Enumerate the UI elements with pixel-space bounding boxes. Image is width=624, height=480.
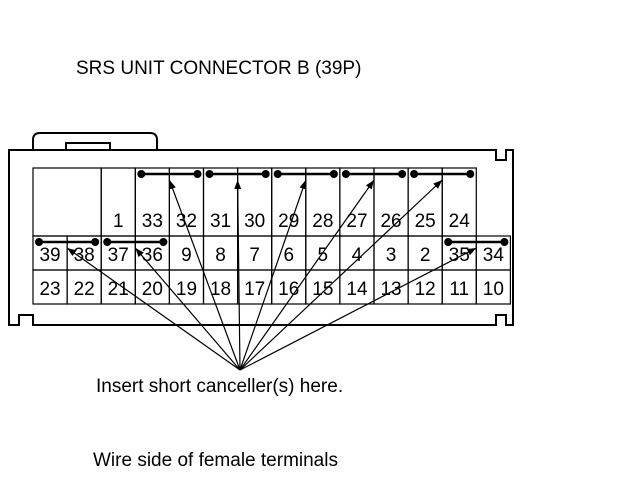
callout-arrow	[239, 179, 443, 371]
terminal-20-label: 20	[142, 279, 163, 300]
callout-arrow	[239, 179, 375, 371]
terminal-31-label: 31	[210, 211, 231, 232]
terminal-25-label: 25	[415, 211, 436, 232]
terminal-9-label: 9	[181, 245, 192, 266]
terminal-cell	[475, 269, 511, 305]
terminal-26-label: 26	[380, 211, 401, 232]
arrowhead	[466, 248, 477, 256]
terminal-24-label: 24	[449, 211, 471, 232]
terminal-1-label: 1	[113, 211, 124, 232]
callout-arrow	[66, 247, 241, 371]
terminal-2-label: 2	[420, 245, 431, 266]
terminal-34-label: 34	[483, 245, 505, 266]
arrowhead	[365, 180, 374, 190]
terminal-14-label: 14	[346, 279, 368, 300]
terminal-28-label: 28	[312, 211, 333, 232]
terminal-5-label: 5	[318, 245, 329, 266]
callout-arrow	[239, 247, 477, 371]
short-canceller-33-32	[137, 170, 202, 178]
terminal-3-label: 3	[386, 245, 397, 266]
terminal-39-label: 39	[39, 245, 60, 266]
connector-housing	[8, 132, 514, 326]
arrowhead	[169, 180, 176, 190]
terminal-13-label: 13	[380, 279, 401, 300]
short-canceller-39-38	[35, 238, 100, 246]
arrowhead	[234, 180, 242, 190]
terminal-15-label: 15	[312, 279, 333, 300]
terminal-36-label: 36	[142, 245, 163, 266]
short-canceller-29-28	[273, 170, 338, 178]
short-canceller-27-26	[341, 170, 407, 178]
arrowhead	[67, 248, 77, 257]
terminal-11-label: 11	[449, 279, 469, 300]
terminal-18-label: 18	[210, 279, 231, 300]
callout-arrow	[237, 179, 241, 371]
terminal-19-label: 19	[176, 279, 197, 300]
callout-arrows	[66, 179, 477, 371]
callout-arrow	[239, 179, 307, 371]
callout-arrow	[134, 247, 241, 371]
callout-arrow	[168, 179, 241, 371]
blank-cavity	[32, 167, 102, 237]
terminal-21-label: 21	[108, 279, 129, 300]
terminal-23-label: 23	[39, 279, 60, 300]
terminal-10-label: 10	[483, 279, 504, 300]
diagram-title: SRS UNIT CONNECTOR B (39P)	[76, 58, 362, 79]
callout-label: Insert short canceller(s) here.	[96, 376, 344, 397]
short-canceller-37-36	[103, 238, 168, 246]
short-canceller-25-24	[410, 170, 475, 178]
terminal-17-label: 17	[244, 279, 265, 300]
terminal-29-label: 29	[278, 211, 299, 232]
short-canceller-35-34	[444, 238, 509, 246]
arrowhead	[433, 180, 443, 189]
terminal-27-label: 27	[346, 211, 367, 232]
terminal-35-label: 35	[449, 245, 470, 266]
arrowhead	[135, 248, 144, 258]
terminal-4-label: 4	[352, 245, 363, 266]
short-canceller-group	[35, 170, 509, 246]
terminal-37-label: 37	[108, 245, 129, 266]
arrowhead	[299, 180, 307, 190]
terminal-22-label: 22	[74, 279, 95, 300]
terminal-16-label: 16	[278, 279, 299, 300]
terminal-30-label: 30	[244, 211, 265, 232]
terminal-12-label: 12	[415, 279, 436, 300]
terminal-6-label: 6	[283, 245, 294, 266]
terminal-32-label: 32	[176, 211, 197, 232]
terminal-7-label: 7	[249, 245, 260, 266]
terminal-33-label: 33	[142, 211, 163, 232]
short-canceller-31-30	[205, 170, 270, 178]
footer-note: Wire side of female terminals	[93, 450, 338, 471]
terminal-8-label: 8	[215, 245, 226, 266]
terminal-38-label: 38	[74, 245, 95, 266]
